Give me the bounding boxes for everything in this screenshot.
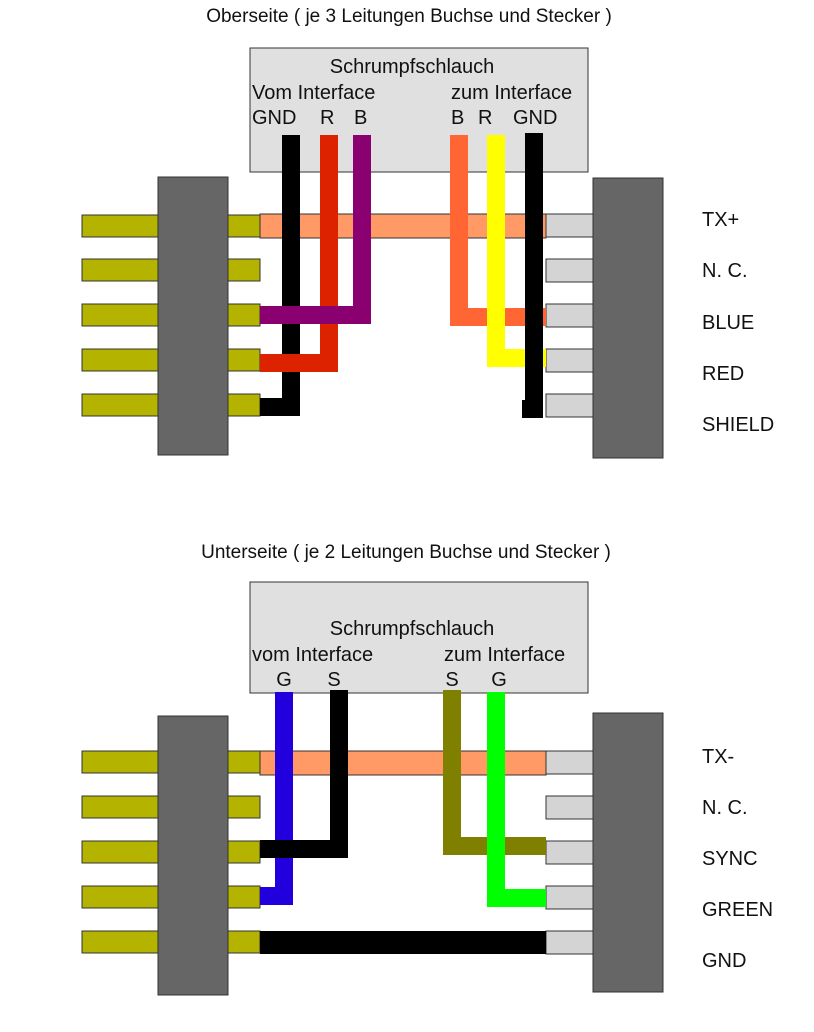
bottom-left-group-label: vom Interface [252,644,373,666]
top-left-blue-wire [260,135,371,324]
bottom-signal-gnd: GND [702,950,746,972]
top-right-group-label: zum Interface [451,82,572,104]
bottom-section: Unterseite ( je 2 Leitungen Buchse und S… [81,542,773,996]
top-left-group-label: Vom Interface [252,82,375,104]
top-signal-shield: SHIELD [702,414,774,436]
top-wire-label-r-right: R [478,107,492,129]
bottom-signal-txminus: TX- [702,746,734,768]
bottom-right-plug [592,712,664,993]
top-left-socket [157,176,229,456]
bottom-wire-label-g-right: G [491,669,507,691]
top-section: Oberseite ( je 3 Leitungen Buchse und St… [81,6,774,459]
top-right-pins [545,213,595,418]
top-wire-label-b-right: B [451,107,464,129]
bottom-signal-nc: N. C. [702,797,748,819]
bottom-title: Unterseite ( je 2 Leitungen Buchse und S… [201,542,611,563]
bottom-right-pins [545,750,595,955]
top-wire-label-b-left: B [354,107,367,129]
bottom-left-sync-wire [260,690,348,858]
top-signal-blue: BLUE [702,312,754,334]
top-title: Oberseite ( je 3 Leitungen Buchse und St… [206,6,612,27]
bottom-right-green-wire [487,692,546,907]
bottom-right-sync-wire [443,690,546,855]
bottom-right-group-label: zum Interface [444,644,565,666]
bottom-signal-green: GREEN [702,899,773,921]
top-wire-label-gnd-right: GND [513,107,557,129]
bottom-wire-label-s-left: S [327,669,340,691]
top-wire-label-gnd-left: GND [252,107,296,129]
top-right-gnd-wire [522,133,543,418]
bottom-wire-label-g-left: G [276,669,292,691]
top-right-blue-wire [450,135,546,326]
top-wire-label-r-left: R [320,107,334,129]
top-signal-red: RED [702,363,744,385]
bottom-left-green-wire [260,692,293,905]
bottom-signal-sync: SYNC [702,848,758,870]
bottom-wire-label-s-right: S [445,669,458,691]
bottom-left-socket [157,715,229,996]
top-signal-nc: N. C. [702,260,748,282]
top-right-plug [592,177,664,459]
top-signal-txplus: TX+ [702,209,739,231]
bottom-shrink-tube [249,581,589,694]
bottom-tube-label: Schrumpfschlauch [330,618,495,640]
top-left-gnd-wire [260,135,300,416]
top-left-red-wire [260,135,338,372]
bottom-gnd-wire [260,931,546,954]
top-tube-label: Schrumpfschlauch [330,56,495,78]
